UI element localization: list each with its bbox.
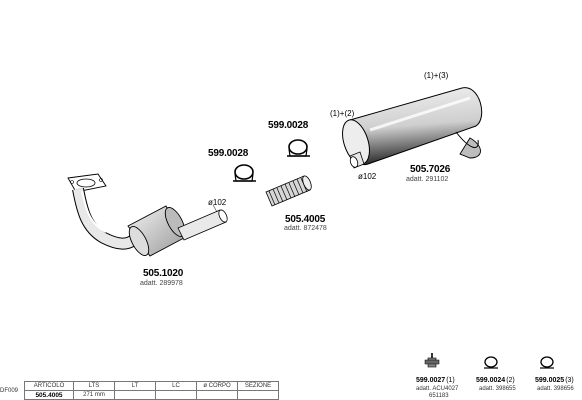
note-1-3: (1)+(3) <box>424 71 449 80</box>
info-table: ARTICOLO LTS LT LC ø CORPO SEZIONE 505.4… <box>24 381 279 400</box>
diameter-label-left: ø102 <box>208 198 227 207</box>
adatt-flex-pipe: adatt. 872478 <box>284 225 327 232</box>
accessory-adatt: adatt. 398655 <box>479 386 516 392</box>
accessory-ref: (3) <box>565 377 574 384</box>
catalog-code: DF009 <box>0 388 19 394</box>
part-code-clamp-left: 599.0028 <box>208 148 249 159</box>
accessory-0: 599.0027(1) <box>416 377 455 384</box>
table-row: 505.4005 271 mm <box>24 390 279 400</box>
table-cell <box>114 390 156 400</box>
table-header: LC <box>155 381 197 391</box>
part-code-flex-pipe: 505.4005 <box>285 214 326 225</box>
table-cell: 271 mm <box>73 390 115 400</box>
accessory-adatt: adatt. ACU4027 <box>416 386 459 392</box>
table-cell <box>196 390 238 400</box>
flex-pipe-drawing <box>265 175 312 207</box>
accessory-adatt2: 651183 <box>429 393 449 399</box>
accessory-icon-599-0024 <box>484 356 498 369</box>
table-cell <box>237 390 279 400</box>
clamp-right-drawing <box>287 139 310 157</box>
accessory-ref: (2) <box>506 377 515 384</box>
silencer-drawing <box>342 87 483 169</box>
front-pipe-drawing <box>67 173 228 257</box>
table-cell <box>155 390 197 400</box>
accessory-1: 599.0024(2) <box>476 377 515 384</box>
adatt-manifold-pipe: adatt. 289978 <box>140 280 183 287</box>
part-code-manifold-pipe: 505.1020 <box>143 268 184 279</box>
accessory-code: 599.0025 <box>535 377 565 384</box>
adatt-silencer: adatt. 291102 <box>406 176 449 183</box>
accessory-code: 599.0024 <box>476 377 506 384</box>
part-code-silencer: 505.7026 <box>410 164 451 175</box>
diameter-label-right: ø102 <box>358 172 377 181</box>
clamp-left-drawing <box>233 164 256 182</box>
table-header: ø CORPO <box>196 381 238 391</box>
table-header: LT <box>114 381 156 391</box>
accessory-icon-599-0027 <box>424 353 440 368</box>
accessory-code: 599.0027 <box>416 377 446 384</box>
table-cell: 505.4005 <box>24 390 74 400</box>
table-header-row: ARTICOLO LTS LT LC ø CORPO SEZIONE <box>24 381 279 391</box>
accessory-adatt: adatt. 398656 <box>537 386 574 392</box>
table-header: ARTICOLO <box>24 381 74 391</box>
part-code-clamp-right: 599.0028 <box>268 120 309 131</box>
table-header: LTS <box>73 381 115 391</box>
table-header: SEZIONE <box>237 381 279 391</box>
accessory-ref: (1) <box>446 377 455 384</box>
note-1-2: (1)+(2) <box>330 109 355 118</box>
accessory-icon-599-0025 <box>540 356 554 369</box>
accessory-2: 599.0025(3) <box>535 377 574 384</box>
